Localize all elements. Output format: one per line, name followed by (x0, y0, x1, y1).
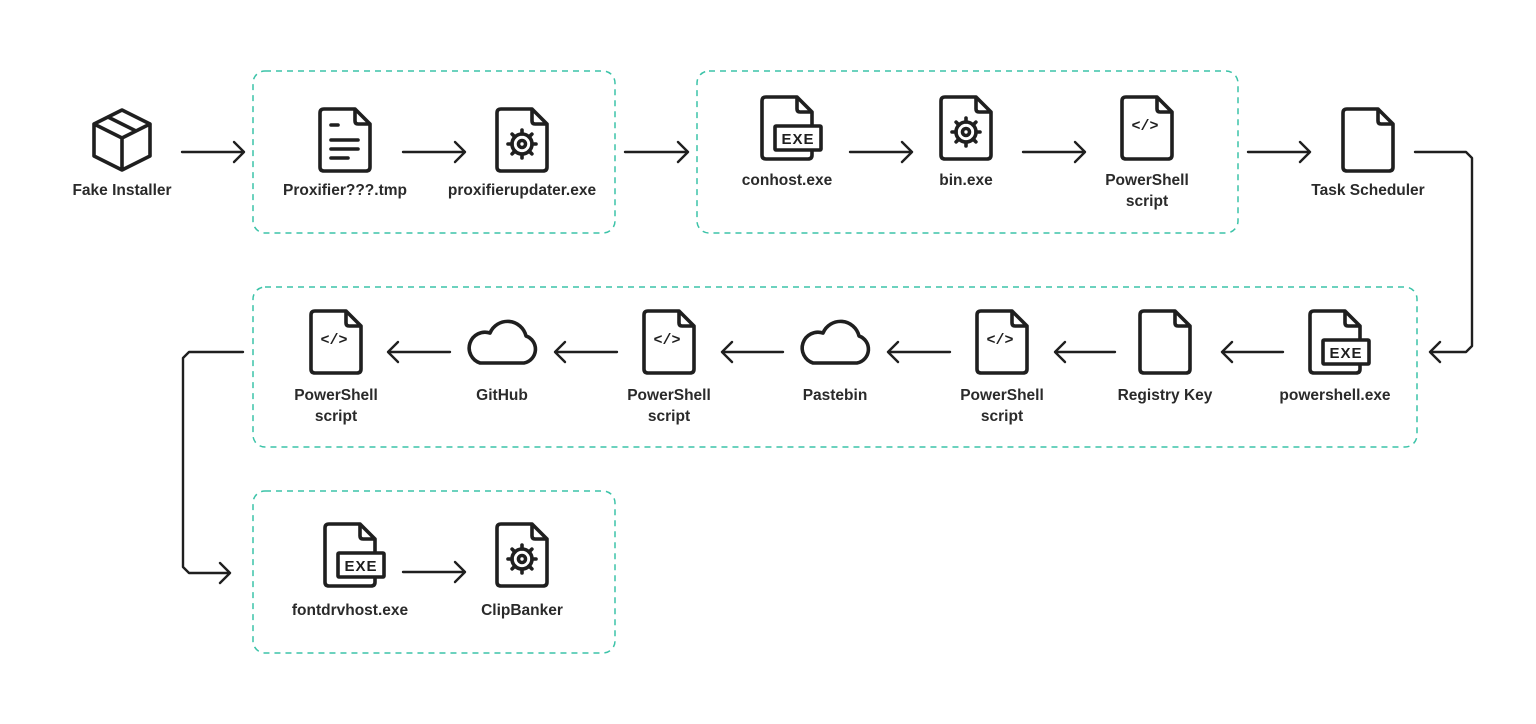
arrow-ps-script-1-to-task-scheduler (1246, 140, 1312, 164)
cloud-icon (467, 319, 538, 365)
node-ps-script-2: </> PowerShell script (960, 309, 1044, 425)
gear-file-icon (495, 522, 549, 588)
node-label: powershell.exe (1279, 387, 1391, 404)
node-fontdrvhost: EXE fontdrvhost.exe (292, 522, 409, 619)
arrow-github-to-ps-script-4 (386, 340, 452, 364)
node-label: bin.exe (939, 172, 993, 189)
exe-file-icon: EXE (1308, 309, 1371, 375)
node-label: Registry Key (1118, 387, 1213, 404)
package-box-icon (92, 108, 152, 172)
arrow-ps-script-3-to-github (553, 340, 619, 364)
code-badge-text: </> (1131, 118, 1158, 135)
node-label: PowerShell (960, 387, 1044, 404)
group-box-3 (252, 286, 1418, 448)
node-registry-key: Registry Key (1118, 309, 1213, 404)
node-label: GitHub (476, 387, 528, 404)
node-label: PowerShell (627, 387, 711, 404)
arrow-task-scheduler-to-powershell-exe (1413, 150, 1474, 364)
exe-badge-text: EXE (781, 131, 814, 148)
code-file-icon: </> (1120, 95, 1174, 161)
exe-file-icon: EXE (760, 95, 823, 161)
node-label: Task Scheduler (1311, 182, 1424, 199)
node-label: Fake Installer (72, 182, 171, 199)
group-box-2 (696, 70, 1239, 234)
code-badge-text: </> (986, 332, 1013, 349)
code-badge-text: </> (653, 332, 680, 349)
node-clipbanker: ClipBanker (481, 522, 563, 619)
blank-file-icon (1138, 309, 1192, 375)
code-file-icon: </> (975, 309, 1029, 375)
node-label: PowerShell (294, 387, 378, 404)
node-label: script (648, 408, 690, 425)
exe-badge-text: EXE (1329, 345, 1362, 362)
text-document-icon (318, 107, 372, 173)
node-label: conhost.exe (742, 172, 833, 189)
node-ps-script-3: </> PowerShell script (627, 309, 711, 425)
gear-file-icon (939, 95, 993, 161)
arrow-proxifier-tmp-to-proxifierupdater (401, 140, 467, 164)
arrow-bin-to-ps-script-1 (1021, 140, 1087, 164)
group-box-1 (252, 70, 616, 234)
blank-file-icon (1341, 107, 1395, 173)
cloud-icon (800, 319, 871, 365)
node-proxifierupdater: proxifierupdater.exe (448, 107, 597, 199)
group-box-4 (252, 490, 616, 654)
code-file-icon: </> (642, 309, 696, 375)
gear-file-icon (495, 107, 549, 173)
node-proxifier-tmp: Proxifier???.tmp (283, 107, 407, 199)
node-label: Proxifier???.tmp (283, 182, 407, 199)
arrow-conhost-to-bin (848, 140, 914, 164)
node-label: fontdrvhost.exe (292, 602, 409, 619)
exe-file-icon: EXE (323, 522, 386, 588)
node-bin: bin.exe (939, 95, 993, 189)
node-ps-script-4: </> PowerShell script (294, 309, 378, 425)
node-label: proxifierupdater.exe (448, 182, 597, 199)
node-ps-script-1: </> PowerShell script (1105, 95, 1189, 210)
node-label: PowerShell (1105, 172, 1189, 189)
arrow-pastebin-to-ps-script-3 (720, 340, 785, 364)
node-powershell-exe: EXE powershell.exe (1279, 309, 1391, 404)
code-badge-text: </> (320, 332, 347, 349)
node-task-scheduler: Task Scheduler (1311, 107, 1425, 199)
node-label: Pastebin (803, 387, 868, 404)
arrow-powershell-exe-to-registry-key (1220, 340, 1285, 364)
node-fake-installer: Fake Installer (72, 108, 172, 199)
arrow-fake-installer-to-proxifier-tmp (180, 140, 246, 164)
code-file-icon: </> (309, 309, 363, 375)
arrow-proxifierupdater-to-conhost (623, 140, 690, 164)
node-label: ClipBanker (481, 602, 563, 619)
exe-badge-text: EXE (344, 558, 377, 575)
node-label: script (981, 408, 1023, 425)
node-label: script (315, 408, 357, 425)
arrow-ps-script-4-to-fontdrvhost (181, 350, 245, 585)
node-github: GitHub (467, 319, 538, 404)
arrow-fontdrvhost-to-clipbanker (401, 560, 467, 584)
arrow-registry-key-to-ps-script-2 (1053, 340, 1117, 364)
node-label: script (1126, 193, 1168, 210)
arrow-ps-script-2-to-pastebin (886, 340, 952, 364)
node-conhost: EXE conhost.exe (742, 95, 833, 189)
node-pastebin: Pastebin (800, 319, 871, 404)
